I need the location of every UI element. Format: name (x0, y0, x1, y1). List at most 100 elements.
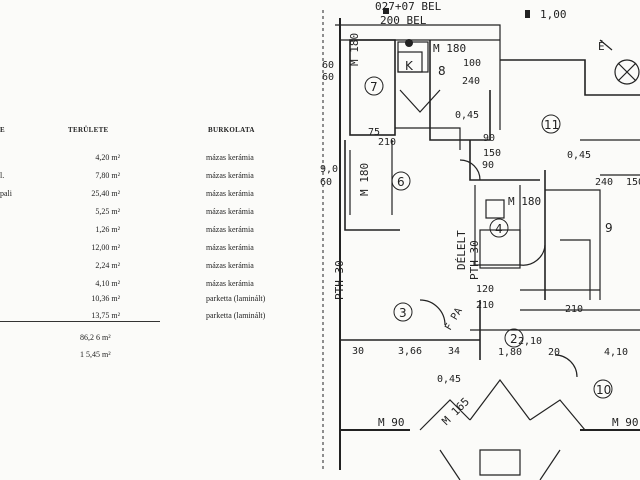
table-header-finish: BURKOLATA (208, 126, 255, 134)
room-number-k: K (405, 59, 414, 73)
room-finish: mázas kerámia (206, 171, 254, 180)
room-marker-3 (393, 302, 413, 322)
table-row: 10,36 m² parketta (laminált) (0, 294, 300, 308)
dim-90-c: 90 (482, 160, 494, 171)
label-delelt: DÉLELT (455, 230, 468, 270)
room-finish: mázas kerámia (206, 189, 254, 198)
dim-0-45-c: 0,45 (437, 374, 461, 385)
north-label: É (598, 40, 605, 53)
dim-60-b: 60 (322, 72, 334, 83)
dim-120: 120 (476, 284, 494, 295)
room-number-6: 6 (397, 175, 405, 189)
top-dimension: 1,00 (540, 8, 567, 21)
table-row: 12,00 m² mázas kerámia (0, 243, 300, 257)
stair-marker-icon (383, 8, 389, 14)
dim-3-66: 3,66 (398, 346, 422, 357)
room-finish: mázas kerámia (206, 153, 254, 162)
table-row: 4,10 m² mázas kerámia (0, 279, 300, 293)
walls (322, 10, 640, 480)
dim-4-10: 4,10 (604, 347, 628, 358)
room-area: 7,80 m² (95, 171, 120, 180)
room-finish: mázas kerámia (206, 279, 254, 288)
room-marker-2 (504, 328, 524, 348)
dim-20: 20 (548, 347, 560, 358)
room-finish: mázas kerámia (206, 225, 254, 234)
dim-9-0: 9,0 (320, 164, 338, 175)
table-header-marker: E (0, 126, 5, 134)
dim-34: 34 (448, 346, 460, 357)
table-row: 13,75 m² parketta (laminált) (0, 311, 300, 325)
room-area: 4,10 m² (95, 279, 120, 288)
room-number-3: 3 (399, 306, 407, 320)
room-marker-6 (391, 171, 411, 191)
dim-150-a: 150 (483, 148, 501, 159)
dim-240-a: 240 (462, 76, 480, 87)
top-label: 027+07 BEL (375, 0, 442, 13)
room-area: 1,26 m² (95, 225, 120, 234)
dim-1-80: 1,80 (498, 347, 522, 358)
room-label: pali (0, 189, 12, 198)
dim-m180-a: M 180 (433, 42, 466, 55)
room-finish: mázas kerámia (206, 207, 254, 216)
room-marker-11 (541, 114, 561, 134)
dim-60-c: 60 (320, 177, 332, 188)
room-area: 5,25 m² (95, 207, 120, 216)
room-finish: mázas kerámia (206, 243, 254, 252)
room-area: 13,75 m² (91, 311, 120, 320)
dim-m180-c: M 180 (358, 163, 371, 196)
room-marker-4 (489, 218, 509, 238)
dim-0-45-a: 0,45 (455, 110, 479, 121)
label-pth30-a: PTH-30 (333, 260, 346, 300)
dim-m180-b: M 180 (508, 195, 541, 208)
table-row: pali 25,40 m² mázas kerámia (0, 189, 300, 203)
table-extra-total: 1 5,45 m² (80, 350, 111, 359)
dim-210-c: 210 (565, 304, 583, 315)
room-label: l. (0, 171, 5, 180)
room-number-7: 7 (370, 80, 378, 94)
room-number-11: 11 (544, 118, 559, 132)
dim-2-10: 2,10 (518, 336, 542, 347)
room-marker-10 (593, 379, 613, 399)
room-area: 4,20 m² (95, 153, 120, 162)
dim-m90-a: M 90 (378, 416, 405, 429)
dim-150-b: 150 (626, 177, 640, 188)
room-number-10: 10 (596, 383, 611, 397)
fixture-dot-icon (405, 39, 413, 47)
room-finish: parketta (laminált) (206, 311, 266, 320)
label-fpa: F PA (443, 306, 465, 332)
table-divider (0, 321, 160, 322)
room-number-8: 8 (438, 64, 446, 78)
dim-240-b: 240 (595, 177, 613, 188)
room-marker-7 (364, 76, 384, 96)
level-marker-icon (525, 10, 530, 18)
dim-90-b: 90 (483, 133, 495, 144)
dim-0-45-b: 0,45 (567, 150, 591, 161)
dim-m180-d: M 180 (348, 33, 361, 66)
table-row: l. 7,80 m² mázas kerámia (0, 171, 300, 185)
dim-210-a: 210 (378, 137, 396, 148)
table-row: 4,20 m² mázas kerámia (0, 153, 300, 167)
dim-30: 30 (352, 346, 364, 357)
room-finish: parketta (laminált) (206, 294, 266, 303)
dim-210-b: 210 (476, 300, 494, 311)
table-header-area: TERÜLETE (68, 126, 109, 134)
dim-100: 100 (463, 58, 481, 69)
table-row: 2,24 m² mázas kerámia (0, 261, 300, 275)
room-area: 25,40 m² (91, 189, 120, 198)
dim-60-a: 60 (322, 60, 334, 71)
table-row: 5,25 m² mázas kerámia (0, 207, 300, 221)
room-area: 2,24 m² (95, 261, 120, 270)
room-number-2: 2 (510, 332, 518, 346)
table-row: 1,26 m² mázas kerámia (0, 225, 300, 239)
room-finish: mázas kerámia (206, 261, 254, 270)
room-number-4: 4 (495, 222, 503, 236)
dim-m90-b: M 90 (612, 416, 639, 429)
top-label-2: 200 BEL (380, 14, 427, 27)
table-total: 86,2 6 m² (80, 333, 111, 342)
room-area: 10,36 m² (91, 294, 120, 303)
room-number-9: 9 (605, 221, 613, 235)
room-area: 12,00 m² (91, 243, 120, 252)
label-pth30-b: PTH 30 (468, 240, 481, 280)
